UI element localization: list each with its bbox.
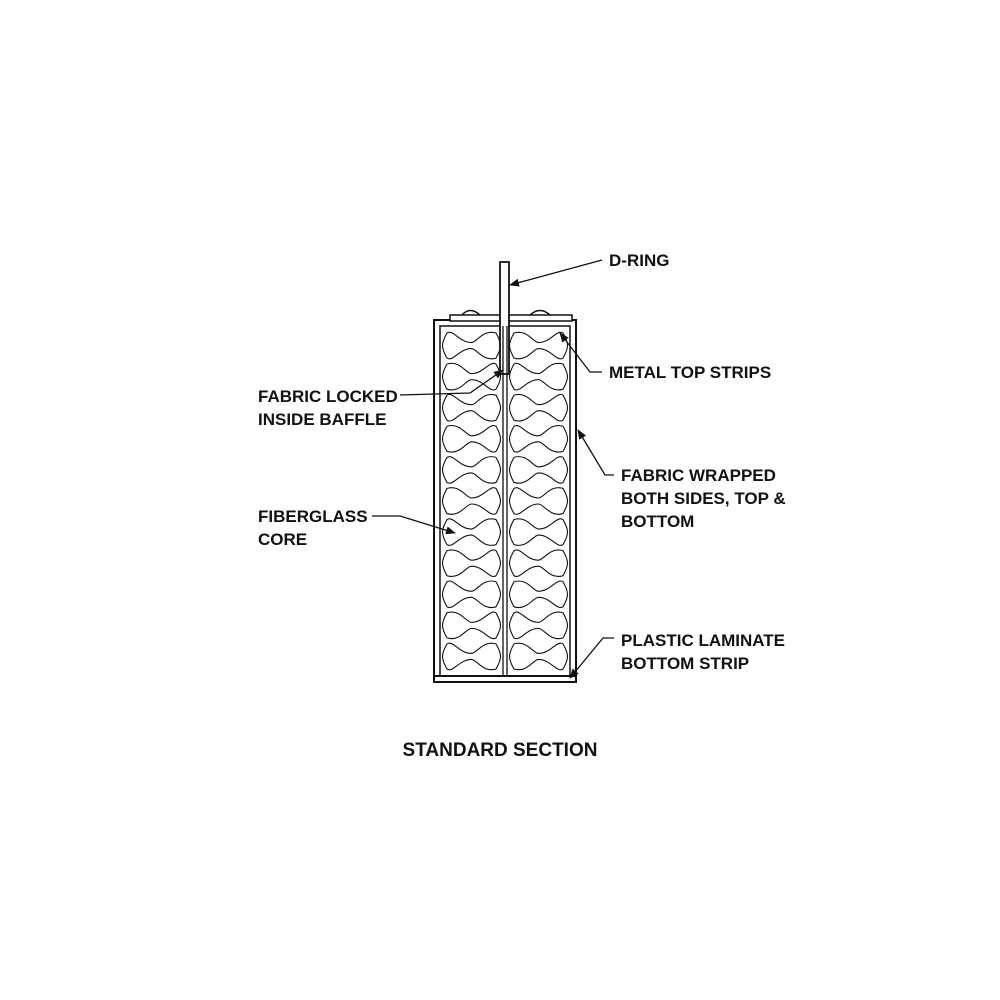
fiberglass-loop xyxy=(508,331,569,360)
label-fabric-wrapped-line2: BOTH SIDES, TOP & xyxy=(621,489,786,508)
fiberglass-loop xyxy=(508,518,569,546)
fiberglass-loop xyxy=(441,611,502,640)
fiberglass-loop xyxy=(441,549,502,578)
fiberglass-loop xyxy=(441,642,502,671)
leader-fabric-locked xyxy=(399,369,504,396)
fiberglass-loop xyxy=(508,362,569,391)
fiberglass-loop xyxy=(508,456,569,484)
core-outline xyxy=(439,325,571,677)
leader-fiberglass xyxy=(372,515,456,535)
label-d-ring: D-RING xyxy=(609,251,669,270)
label-plastic-laminate-line2: BOTTOM STRIP xyxy=(621,654,749,673)
fiberglass-loop xyxy=(441,362,502,391)
d-ring xyxy=(499,261,510,375)
label-fiberglass-line2: CORE xyxy=(258,530,307,549)
fiberglass-loop xyxy=(441,518,502,546)
fiberglass-loop xyxy=(441,456,502,484)
fiberglass-loop xyxy=(508,487,569,515)
fiberglass-loop xyxy=(508,611,569,640)
label-fabric-locked-line2: INSIDE BAFFLE xyxy=(258,410,386,429)
fiberglass-loop xyxy=(441,393,502,422)
leader-metal-top-strips xyxy=(559,332,602,373)
fiberglass-loop xyxy=(441,331,502,360)
fiberglass-core-pattern xyxy=(441,331,569,671)
label-plastic-laminate-line1: PLASTIC LAMINATE xyxy=(621,631,785,650)
fiberglass-loop xyxy=(441,580,502,609)
rivet-left xyxy=(461,309,481,316)
fiberglass-loop xyxy=(508,642,569,671)
rivet-right xyxy=(529,309,551,316)
fiberglass-loop xyxy=(441,487,502,515)
metal-top-strip xyxy=(449,314,573,322)
fiberglass-loop xyxy=(508,424,569,453)
leader-d-ring xyxy=(509,259,603,287)
label-metal-top-strips: METAL TOP STRIPS xyxy=(609,363,771,382)
label-fabric-wrapped-line3: BOTTOM xyxy=(621,512,694,531)
fiberglass-loop xyxy=(508,580,569,609)
fiberglass-loop xyxy=(508,549,569,578)
fiberglass-loop xyxy=(441,424,502,453)
fiberglass-loop xyxy=(508,393,569,422)
leader-fabric-wrapped xyxy=(577,429,614,476)
label-fabric-wrapped-line1: FABRIC WRAPPED xyxy=(621,466,776,485)
label-fabric-locked-line1: FABRIC LOCKED xyxy=(258,387,398,406)
label-fiberglass-line1: FIBERGLASS xyxy=(258,507,368,526)
leader-plastic-laminate xyxy=(569,637,614,679)
diagram-title: STANDARD SECTION xyxy=(403,740,598,761)
